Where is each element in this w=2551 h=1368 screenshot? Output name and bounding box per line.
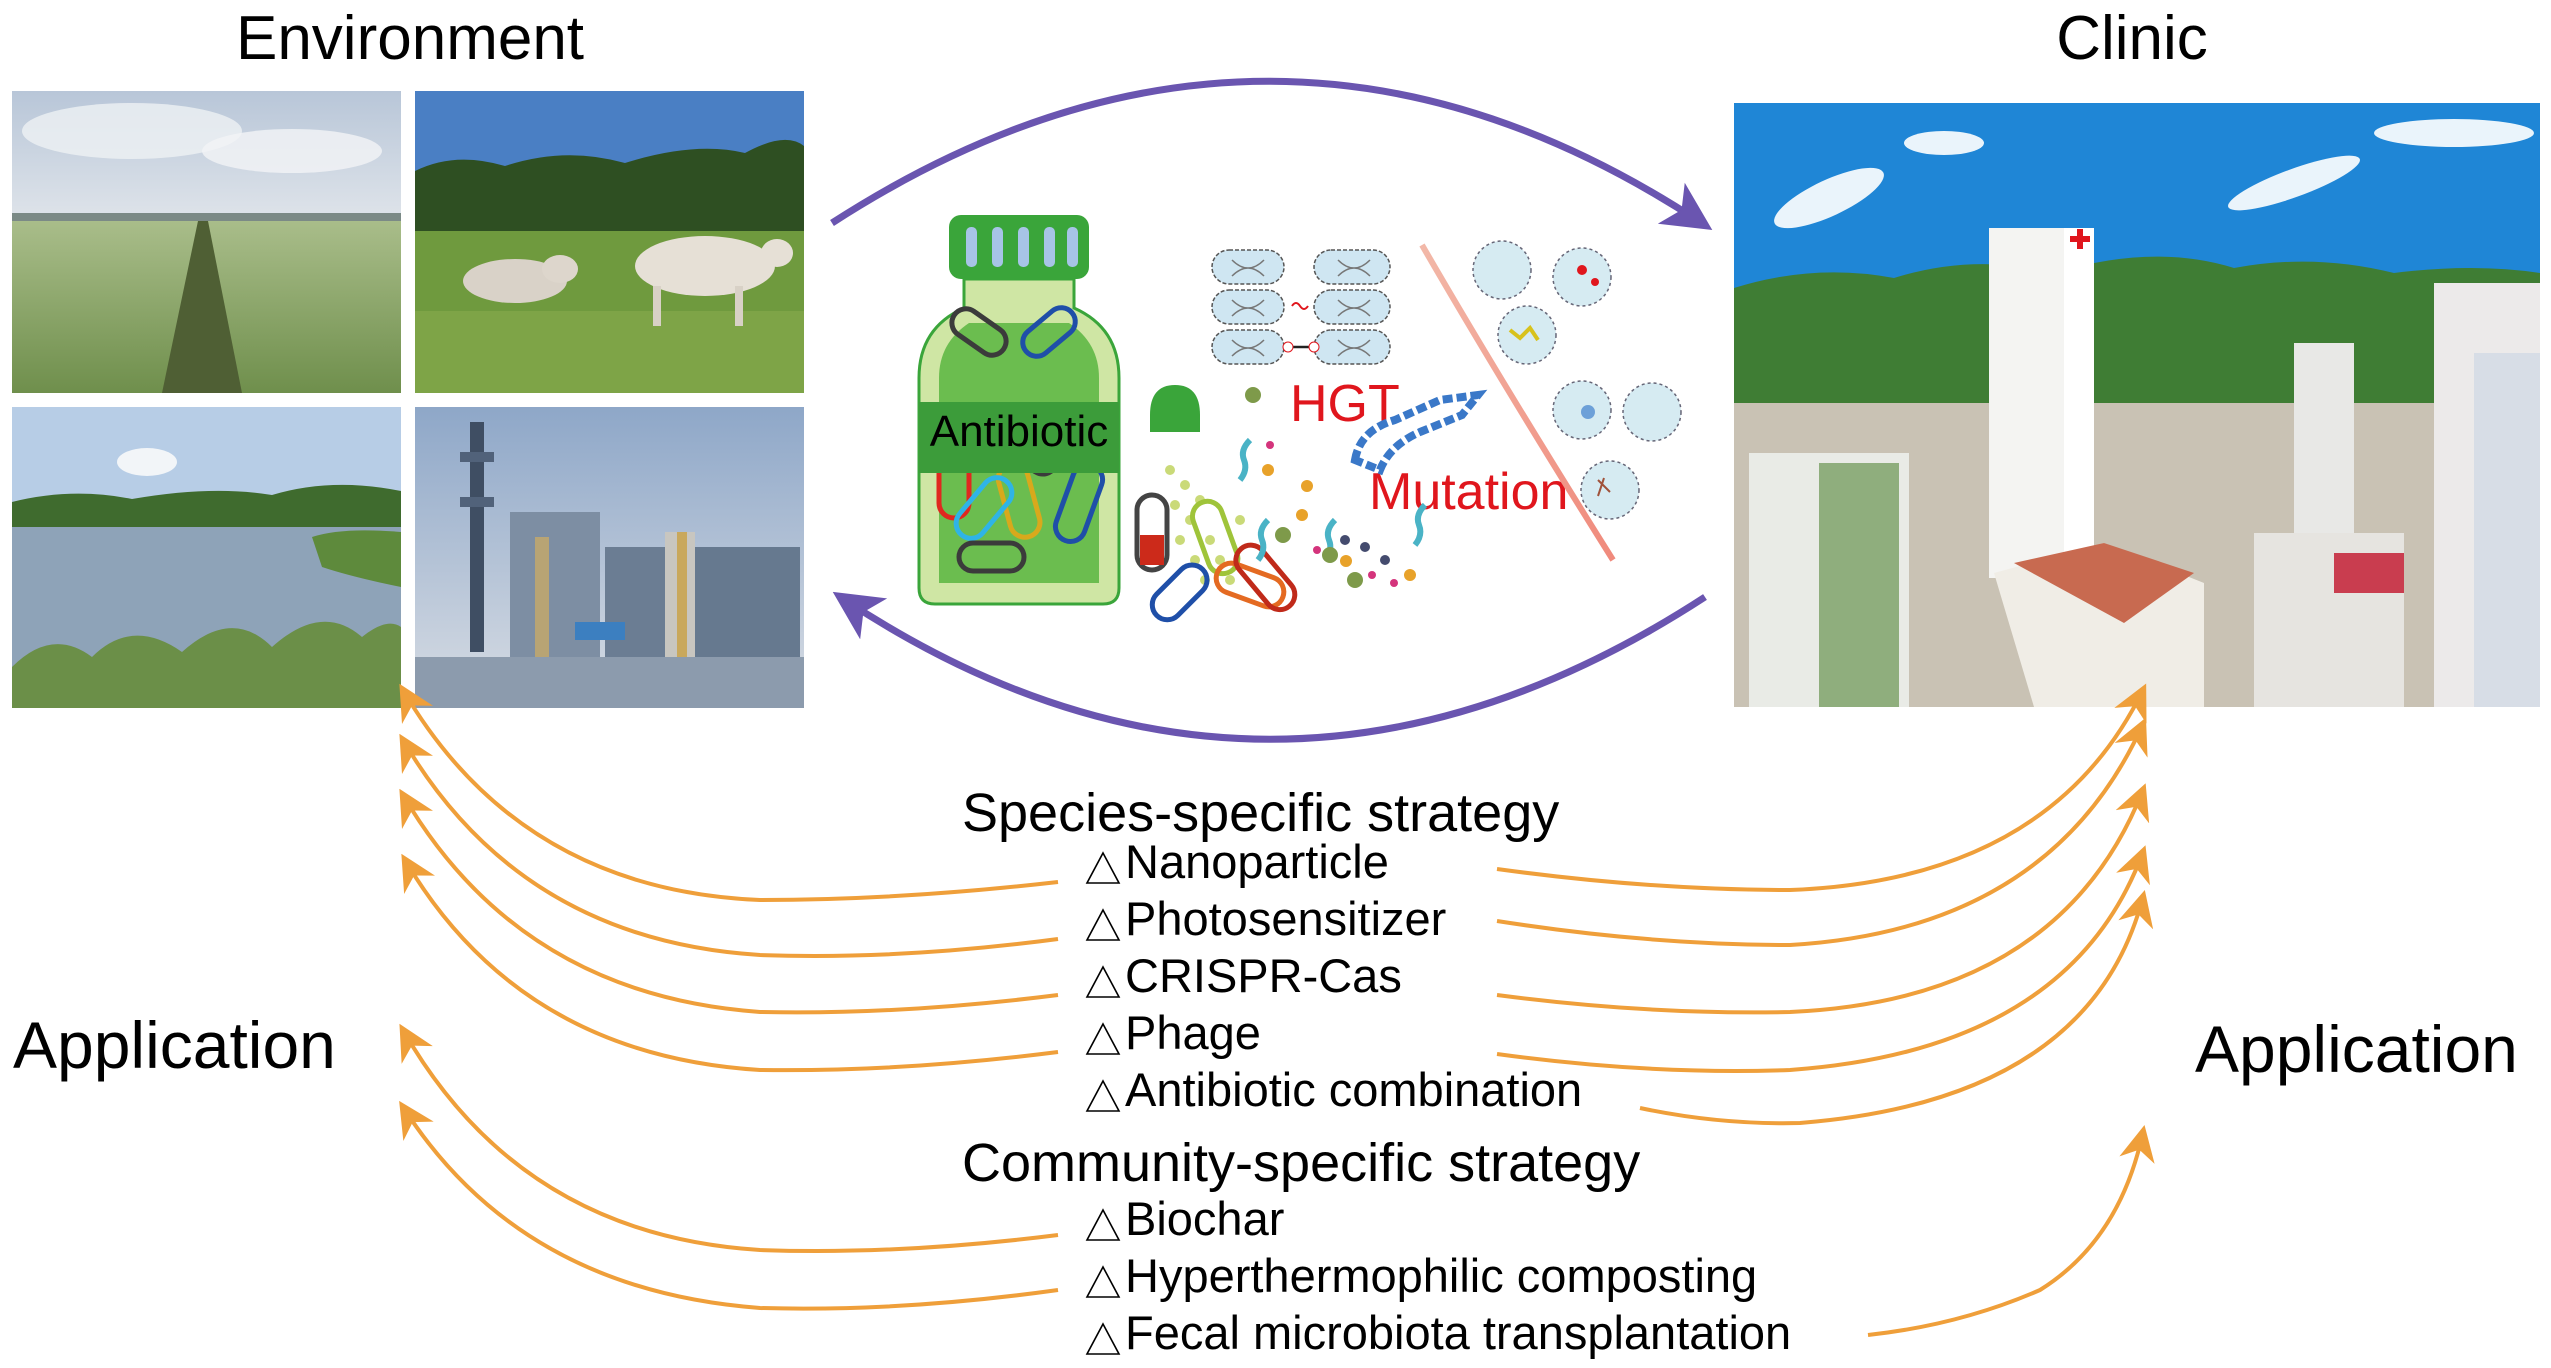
mutation-label: Mutation — [1369, 463, 1569, 521]
app-arrow-clinic-phage — [1496, 845, 2150, 1073]
colony — [1472, 240, 1532, 300]
triangle-bullet-icon — [1085, 1265, 1121, 1298]
pasture-cattle-photo — [415, 91, 804, 393]
strategy-item-label: Antibiotic combination — [1125, 1063, 1583, 1116]
triangle-bullet-icon — [1085, 1208, 1121, 1241]
app-arrow-env-nanoparticle — [399, 683, 1059, 903]
strategy-item-hyperthermophilic-composting: Hyperthermophilic composting — [1085, 1252, 1757, 1299]
bottle-label: Antibiotic — [929, 407, 1109, 456]
app-arrow-env-biochar — [399, 1023, 1059, 1253]
hgt-dna-panel — [1210, 248, 1392, 366]
strategy-item-crispr-cas: CRISPR-Cas — [1085, 952, 1402, 999]
strategy-item-biochar: Biochar — [1085, 1195, 1284, 1242]
colony — [1552, 380, 1612, 440]
strategy-item-fecal-microbiota-transplantation: Fecal microbiota transplantation — [1085, 1309, 1791, 1356]
app-arrow-clinic-crispr — [1496, 783, 2150, 1015]
triangle-bullet-icon — [1085, 1322, 1121, 1355]
app-arrow-env-composting — [399, 1100, 1059, 1311]
species-strategy-header: Species-specific strategy — [962, 783, 1560, 843]
antibiotic-bottle — [914, 213, 1124, 606]
strategy-item-label: Phage — [1125, 1006, 1261, 1059]
strategy-item-label: Fecal microbiota transplantation — [1125, 1306, 1792, 1359]
strategy-item-phage: Phage — [1085, 1009, 1261, 1056]
wheat-field-photo — [12, 91, 401, 393]
app-arrow-clinic-photosensitizer — [1496, 717, 2148, 948]
strategy-item-label: Hyperthermophilic composting — [1125, 1249, 1758, 1302]
strategy-item-nanoparticle: Nanoparticle — [1085, 838, 1389, 885]
app-arrow-clinic-antibiotic-combination — [1639, 890, 2154, 1126]
industrial-plant-photo — [415, 407, 804, 708]
strategy-item-antibiotic-combination: Antibiotic combination — [1085, 1066, 1582, 1113]
app-arrow-env-crispr — [399, 788, 1059, 1015]
application-arrows-clinic — [1496, 683, 2155, 1337]
lake-photo — [12, 407, 401, 708]
colony — [1622, 382, 1682, 442]
triangle-bullet-icon — [1085, 1022, 1121, 1055]
hospital-city-photo — [1734, 103, 2540, 707]
colony — [1552, 247, 1612, 307]
strategy-item-photosensitizer: Photosensitizer — [1085, 895, 1446, 942]
application-arrows-environment — [399, 683, 1059, 1311]
triangle-bullet-icon — [1085, 908, 1121, 941]
app-arrow-clinic-fmt — [1867, 1124, 2155, 1337]
community-strategy-header: Community-specific strategy — [962, 1133, 1641, 1193]
cycle-arrow-to-environment — [832, 591, 1707, 743]
cycle-arrow-to-clinic — [830, 77, 1713, 231]
application-label-clinic: Application — [2195, 1012, 2518, 1086]
strategy-item-label: Biochar — [1125, 1192, 1285, 1245]
app-arrow-env-photosensitizer — [399, 733, 1059, 958]
strategy-item-label: CRISPR-Cas — [1125, 949, 1402, 1002]
colony — [1497, 305, 1557, 365]
application-label-environment: Application — [13, 1008, 336, 1082]
triangle-bullet-icon — [1085, 965, 1121, 998]
colony — [1580, 460, 1640, 520]
triangle-bullet-icon — [1085, 851, 1121, 884]
strategy-item-label: Photosensitizer — [1125, 892, 1447, 945]
app-arrow-env-phage — [401, 853, 1059, 1073]
clinic-title: Clinic — [2056, 4, 2208, 73]
strategy-item-label: Nanoparticle — [1125, 835, 1389, 888]
environment-title: Environment — [235, 4, 585, 73]
triangle-bullet-icon — [1085, 1079, 1121, 1112]
hgt-label: HGT — [1290, 375, 1400, 433]
app-arrow-clinic-nanoparticle — [1496, 683, 2147, 893]
